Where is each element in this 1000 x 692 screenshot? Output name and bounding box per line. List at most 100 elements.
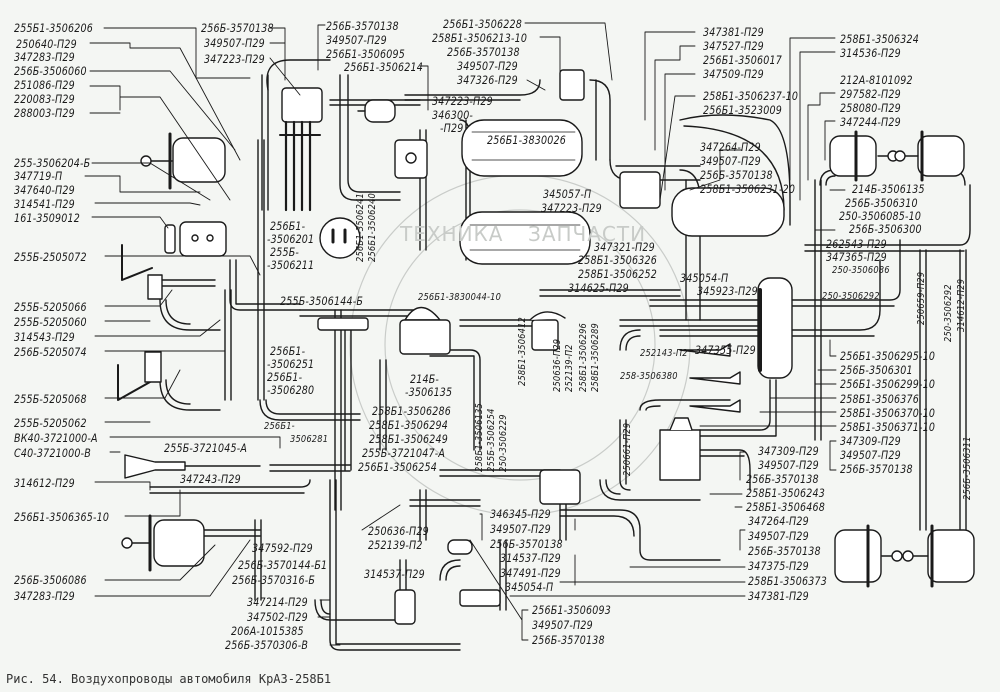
part-label: 256Б1- xyxy=(270,219,306,233)
part-label: 212А-8101092 xyxy=(840,73,913,87)
part-label: 256Б1-3506365-10 xyxy=(14,510,110,524)
part-label-vertical: 250661-П29 xyxy=(622,422,633,476)
part-label: 256Б-3570138 xyxy=(700,168,773,182)
part-label: 314543-П29 xyxy=(14,330,75,344)
part-label: 347719-П xyxy=(14,169,63,183)
manifold xyxy=(317,317,369,331)
pressure-regulator xyxy=(279,87,323,212)
part-label-vertical: 258Б1-3506135 xyxy=(474,403,485,472)
part-label-vertical: 252139-П2 xyxy=(564,344,575,392)
part-label: 258Б1-3506286 xyxy=(372,404,451,418)
part-label: -П29 xyxy=(440,121,464,135)
part-label: 258-3506380 xyxy=(620,371,678,382)
part-label: 347326-П29 xyxy=(457,73,518,87)
part-label: 347244-П29 xyxy=(840,115,901,129)
moisture-separator xyxy=(394,589,416,625)
part-label-vertical: 255Б-3506254 xyxy=(486,408,497,472)
part-label: 346345-П29 xyxy=(490,507,551,521)
part-label: 349507-П29 xyxy=(326,33,387,47)
part-label: 347223-П29 xyxy=(432,94,493,108)
part-label: 256Б-3570138 xyxy=(840,462,913,476)
part-label: 347321-П29 xyxy=(594,240,655,254)
part-label: 256Б-3570138 xyxy=(447,45,520,59)
part-label: 347264-П29 xyxy=(748,514,809,528)
part-label: 256Б-5205074 xyxy=(14,345,87,359)
air-tank-right xyxy=(671,187,785,237)
part-label: 345057-П xyxy=(543,187,592,201)
part-label: 258Б1-3506231-20 xyxy=(700,182,796,196)
part-label-vertical: 250-3506229 xyxy=(498,414,509,472)
part-label: 314536-П29 xyxy=(840,46,901,60)
part-label: 220083-П29 xyxy=(14,92,75,106)
part-label: 349507-П29 xyxy=(490,522,551,536)
brake-chamber-rear-left xyxy=(121,514,205,572)
part-label: 256Б-3570138 xyxy=(490,537,563,551)
part-label: 258Б1-3506213-10 xyxy=(432,31,528,45)
relay-valve xyxy=(659,417,701,481)
part-label: 256Б-3570144-Б1 xyxy=(238,558,328,572)
part-label: 288003-П29 xyxy=(14,106,75,120)
part-label: 255Б-3721047-А xyxy=(362,446,446,460)
central-valve xyxy=(399,306,451,355)
part-label: 314537-П29 xyxy=(364,567,425,581)
part-label: 349507-П29 xyxy=(457,59,518,73)
part-label: 256Б-3506060 xyxy=(14,64,87,78)
part-label: 346300- xyxy=(432,108,474,122)
part-label: 256Б-3506300 xyxy=(849,222,922,236)
part-label: -3506201 xyxy=(267,232,315,246)
part-label: 256Б1-3506017 xyxy=(703,53,782,67)
pressure-gauge xyxy=(319,217,361,259)
watermark-right: ЗАПЧАСТИ xyxy=(528,222,647,246)
compressor xyxy=(164,221,227,257)
part-label: 206А-1015385 xyxy=(231,624,304,638)
part-label: 349507-П29 xyxy=(758,458,819,472)
part-label: 347502-П29 xyxy=(247,610,308,624)
part-label: 349507-П29 xyxy=(700,154,761,168)
part-label: 3506281 xyxy=(290,434,329,445)
part-label: 347283-П29 xyxy=(14,50,75,64)
control-lever-left xyxy=(117,244,163,401)
part-label: 258Б1-3506371-10 xyxy=(840,420,936,434)
part-label: 255Б-3721045-А xyxy=(164,441,248,455)
part-label: 258080-П29 xyxy=(840,101,901,115)
part-label: 214Б-3506135 xyxy=(852,182,925,196)
part-label: ВК40-3721000-А xyxy=(14,431,98,445)
part-label: 349507-П29 xyxy=(840,448,901,462)
part-label: 349507-П29 xyxy=(204,36,265,50)
part-label: 314612-П29 xyxy=(14,476,75,490)
part-label: 347527-П29 xyxy=(703,39,764,53)
air-horn xyxy=(124,454,261,479)
part-label: 252143-П2 xyxy=(640,348,688,359)
part-label: 256Б1-3506214 xyxy=(344,60,423,74)
part-label: 345054-П xyxy=(680,271,729,285)
part-label: 256Б-3570138 xyxy=(532,633,605,647)
part-label: 314541-П29 xyxy=(14,197,75,211)
part-label: 256Б1-3506095 xyxy=(326,47,405,61)
part-label: 258Б1-3506243 xyxy=(746,486,825,500)
part-label: С40-3721000-В xyxy=(14,446,91,460)
part-label: 347491-П29 xyxy=(500,566,561,580)
part-label: 250-3506292 xyxy=(822,291,880,302)
part-label-vertical: 258Б1-3506412 xyxy=(517,317,528,386)
coupling-heads xyxy=(679,343,741,413)
part-label: 256Б1-3506228 xyxy=(443,17,522,31)
components xyxy=(117,69,741,625)
part-label: 255Б1-3506206 xyxy=(14,21,93,35)
part-label: 256Б1-3506295-10 xyxy=(840,349,936,363)
part-label: 255Б-3506144-Б xyxy=(280,294,364,308)
part-label: 347355-П29 xyxy=(695,343,756,357)
part-label: 345923-П29 xyxy=(697,284,758,298)
part-label: 255Б-5205062 xyxy=(14,416,87,430)
part-label: 251086-П29 xyxy=(14,78,75,92)
figure-caption: Рис. 54. Воздухопроводы автомобиля КрАЗ-… xyxy=(6,672,332,686)
part-label: 255Б- xyxy=(270,245,300,259)
part-label: 347381-П29 xyxy=(748,589,809,603)
part-label: 252139-П2 xyxy=(368,538,423,552)
part-label: 347509-П29 xyxy=(703,67,764,81)
part-label: 347243-П29 xyxy=(180,472,241,486)
part-label: 256Б-3506310 xyxy=(845,196,918,210)
part-label: 258Б1-3506326 xyxy=(578,253,657,267)
part-label: 256Б1-3830044-10 xyxy=(418,292,502,303)
part-label: 258Б1-3506370-10 xyxy=(840,406,936,420)
